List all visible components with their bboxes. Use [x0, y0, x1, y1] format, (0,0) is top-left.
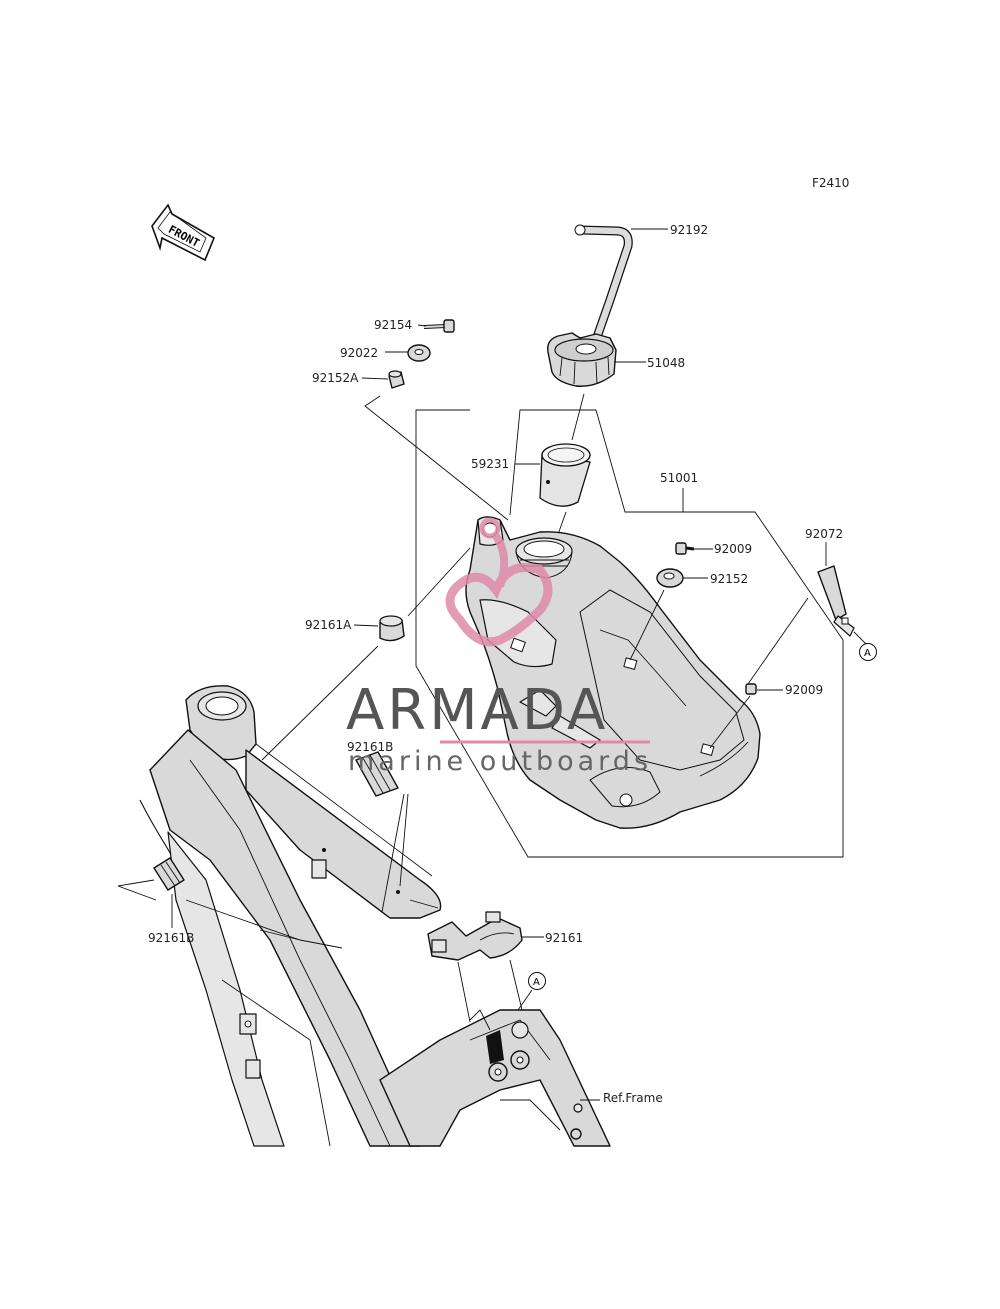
label-92161: 92161 [545, 931, 583, 945]
label-92009-top: 92009 [714, 542, 752, 556]
bolt-92009-top [675, 542, 695, 555]
fuel-filter [539, 443, 591, 507]
fuel-cap [547, 332, 617, 387]
front-arrow-icon: FRONT [151, 203, 216, 262]
breather-hose [574, 224, 633, 345]
label-59231: 59231 [471, 457, 509, 471]
damper-92161B-left [153, 857, 185, 891]
collar-92152 [656, 568, 684, 588]
label-51048: 51048 [647, 356, 685, 370]
fuel-tank [465, 516, 761, 829]
label-92072: 92072 [805, 527, 843, 541]
damper-92161 [427, 911, 523, 961]
callout-a-bottom: A [528, 972, 546, 990]
figure-code: F2410 [812, 176, 849, 190]
callout-a-right: A [859, 643, 877, 661]
watermark-logo [445, 517, 553, 647]
bolt-92009-bottom [745, 683, 757, 695]
label-51001: 51001 [660, 471, 698, 485]
watermark-tagline: marine outboards [348, 746, 652, 777]
label-92009-bottom: 92009 [785, 683, 823, 697]
label-92161B-center: 92161B [347, 740, 393, 754]
damper-92161A [379, 615, 405, 642]
washer-92022 [407, 344, 431, 362]
bolt-92154 [423, 319, 455, 333]
label-92022: 92022 [340, 346, 378, 360]
rubber-band-92072 [817, 565, 855, 637]
collar-92152A [388, 370, 405, 389]
label-ref-frame: Ref.Frame [603, 1091, 663, 1105]
watermark-brand: ARMADA [346, 678, 608, 743]
label-92154: 92154 [374, 318, 412, 332]
svg-text:A: A [533, 977, 540, 988]
damper-92161B-center [355, 751, 399, 797]
label-92161A: 92161A [305, 618, 352, 632]
label-92152A: 92152A [312, 371, 359, 385]
label-92152: 92152 [710, 572, 748, 586]
label-92192: 92192 [670, 223, 708, 237]
frame [139, 685, 611, 1147]
label-92161B-left: 92161B [148, 931, 194, 945]
svg-text:A: A [864, 648, 871, 659]
